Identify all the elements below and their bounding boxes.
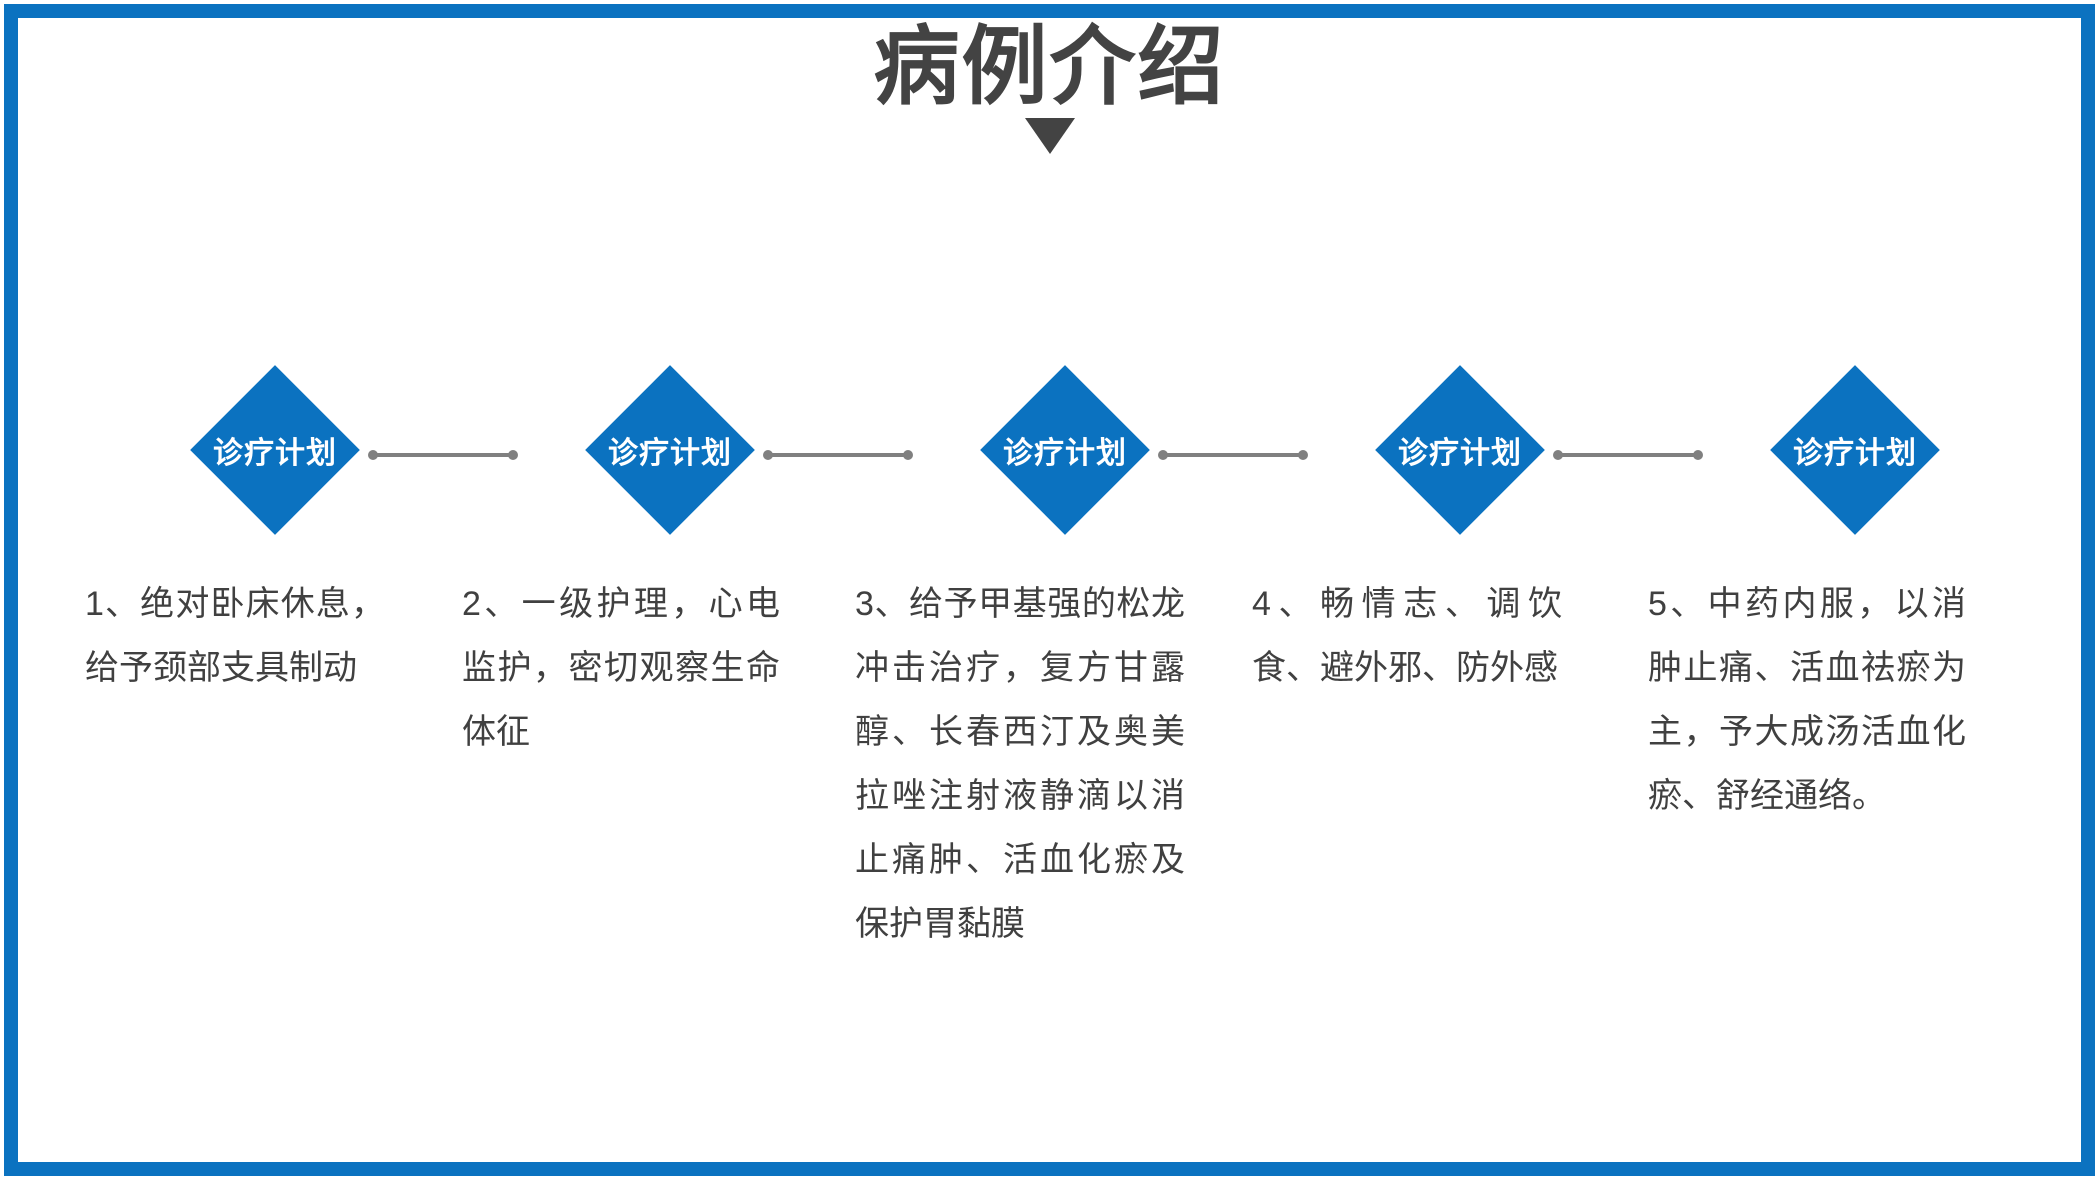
connector-dot-right	[508, 450, 518, 460]
diagram-node-1[interactable]: 诊疗计划	[180, 355, 370, 545]
diamond-label-1: 诊疗计划	[213, 437, 337, 470]
connector-1-2	[368, 450, 518, 460]
diamond-label-4: 诊疗计划	[1398, 437, 1522, 470]
diamond-shape-5: 诊疗计划	[1770, 365, 1940, 535]
connector-dot-right	[1693, 450, 1703, 460]
triangle-down-icon	[1024, 118, 1075, 155]
connector-line	[1163, 453, 1303, 457]
diagram-node-5[interactable]: 诊疗计划	[1760, 355, 1950, 545]
node-description-3: 3、给予甲基强的松龙冲击治疗，复方甘露醇、长春西汀及奥美拉唑注射液静滴以消止痛肿…	[855, 585, 1185, 943]
diamond-shape-3: 诊疗计划	[980, 365, 1150, 535]
connector-line	[1558, 453, 1698, 457]
diamond-label-5: 诊疗计划	[1793, 437, 1917, 470]
diagram-node-row: 诊疗计划 诊疗计划 诊疗计划	[0, 355, 2099, 550]
connector-2-3	[763, 450, 913, 460]
diagram-node-3[interactable]: 诊疗计划	[970, 355, 1160, 545]
diamond-shape-4: 诊疗计划	[1375, 365, 1545, 535]
title-block: 病例介绍	[0, 19, 2099, 155]
connector-4-5	[1553, 450, 1703, 460]
connector-dot-right	[1298, 450, 1308, 460]
diamond-label-3: 诊疗计划	[1003, 437, 1127, 470]
connector-line	[768, 453, 908, 457]
connector-line	[373, 453, 513, 457]
node-description-5: 5、中药内服，以消肿止痛、活血祛瘀为主，予大成汤活血化瘀、舒经通络。	[1648, 585, 1966, 815]
diagram-node-4[interactable]: 诊疗计划	[1365, 355, 1555, 545]
connector-3-4	[1158, 450, 1308, 460]
node-description-2: 2、一级护理，心电监护，密切观察生命体征	[462, 585, 780, 751]
node-description-4: 4、畅情志、调饮食、避外邪、防外感	[1252, 585, 1562, 687]
diagram-node-2[interactable]: 诊疗计划	[575, 355, 765, 545]
diamond-label-2: 诊疗计划	[608, 437, 732, 470]
connector-dot-right	[903, 450, 913, 460]
diamond-shape-2: 诊疗计划	[585, 365, 755, 535]
diamond-shape-1: 诊疗计划	[190, 365, 360, 535]
node-description-1: 1、绝对卧床休息，给予颈部支具制动	[85, 585, 385, 687]
page-title: 病例介绍	[873, 19, 1226, 115]
